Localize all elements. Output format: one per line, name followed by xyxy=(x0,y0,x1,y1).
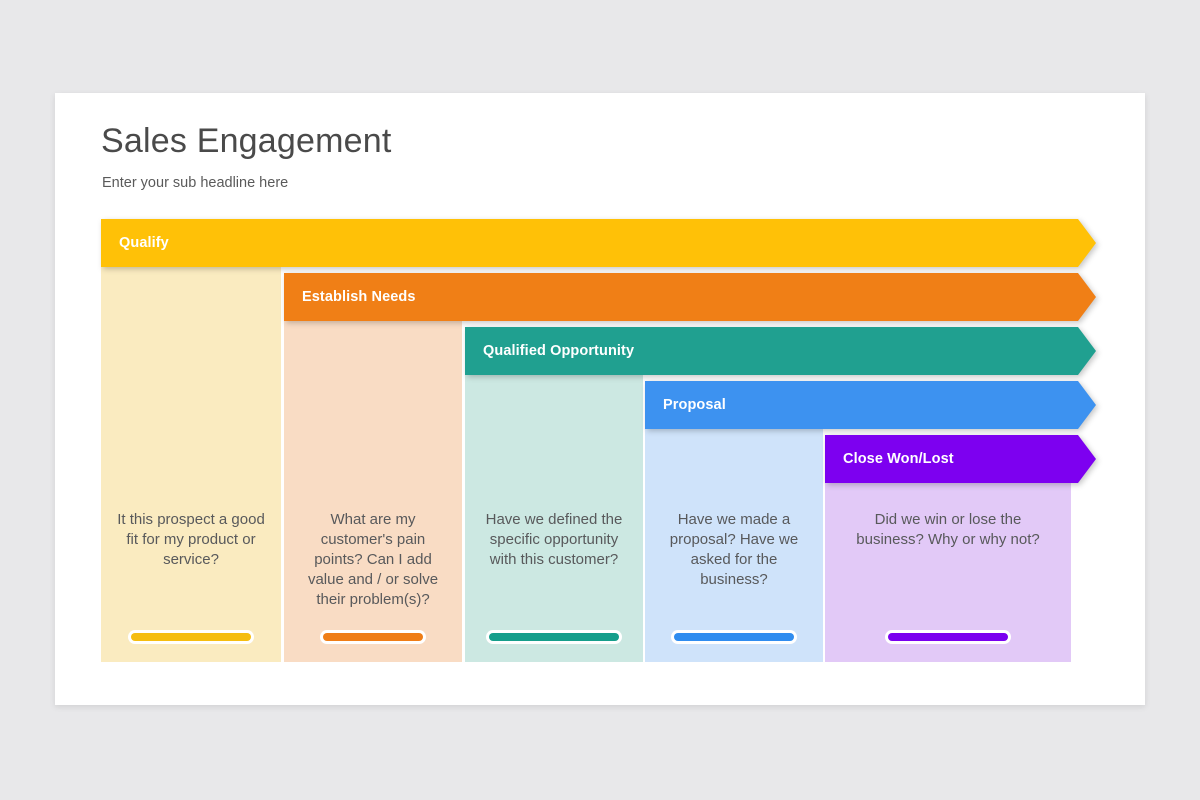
stage-body-5: Did we win or lose the business? Why or … xyxy=(825,483,1071,662)
stage-label-2: Establish Needs xyxy=(302,289,416,305)
arrow-shape-icon-1 xyxy=(101,219,1096,267)
stage-question-3: Have we defined the specific opportunity… xyxy=(485,511,623,568)
page-subtitle: Enter your sub headline here xyxy=(102,175,289,191)
stage-accent-bar-3 xyxy=(489,633,619,641)
stage-question-1: It this prospect a good fit for my produ… xyxy=(117,511,265,568)
stage-header-3[interactable]: Qualified Opportunity xyxy=(465,327,1096,375)
stage-body-3: Have we defined the specific opportunity… xyxy=(465,375,643,662)
arrow-shape-icon-4 xyxy=(645,381,1096,429)
stage-label-5: Close Won/Lost xyxy=(843,451,954,467)
arrow-shape-icon-3 xyxy=(465,327,1096,375)
stage-header-2[interactable]: Establish Needs xyxy=(284,273,1096,321)
page-title: Sales Engagement xyxy=(101,122,392,160)
stage-label-4: Proposal xyxy=(663,397,726,413)
stage-label-3: Qualified Opportunity xyxy=(483,343,635,359)
arrow-shape-icon-5 xyxy=(825,435,1096,483)
stage-header-4[interactable]: Proposal xyxy=(645,381,1096,429)
stage-question-4: Have we made a proposal? Have we asked f… xyxy=(669,511,799,588)
stage-accent-bar-4 xyxy=(674,633,794,641)
stage-header-5[interactable]: Close Won/Lost xyxy=(825,435,1096,483)
stage-header-1[interactable]: Qualify xyxy=(101,219,1096,267)
stage-accent-3 xyxy=(486,630,622,644)
stage-accent-5 xyxy=(885,630,1011,644)
stage-accent-1 xyxy=(128,630,254,644)
stage-body-1: It this prospect a good fit for my produ… xyxy=(101,267,281,662)
stage-question-5: Did we win or lose the business? Why or … xyxy=(856,511,1040,548)
stage-accent-bar-2 xyxy=(323,633,423,641)
stage-question-2: What are my customer's pain points? Can … xyxy=(307,511,439,608)
stage-label-1: Qualify xyxy=(119,235,169,251)
stage-accent-bar-5 xyxy=(888,633,1008,641)
arrow-shape-icon-2 xyxy=(284,273,1096,321)
stage-accent-bar-1 xyxy=(131,633,251,641)
stage-accent-4 xyxy=(671,630,797,644)
stage-body-2: What are my customer's pain points? Can … xyxy=(284,321,462,662)
stage-accent-2 xyxy=(320,630,426,644)
stage-body-4: Have we made a proposal? Have we asked f… xyxy=(645,429,823,662)
